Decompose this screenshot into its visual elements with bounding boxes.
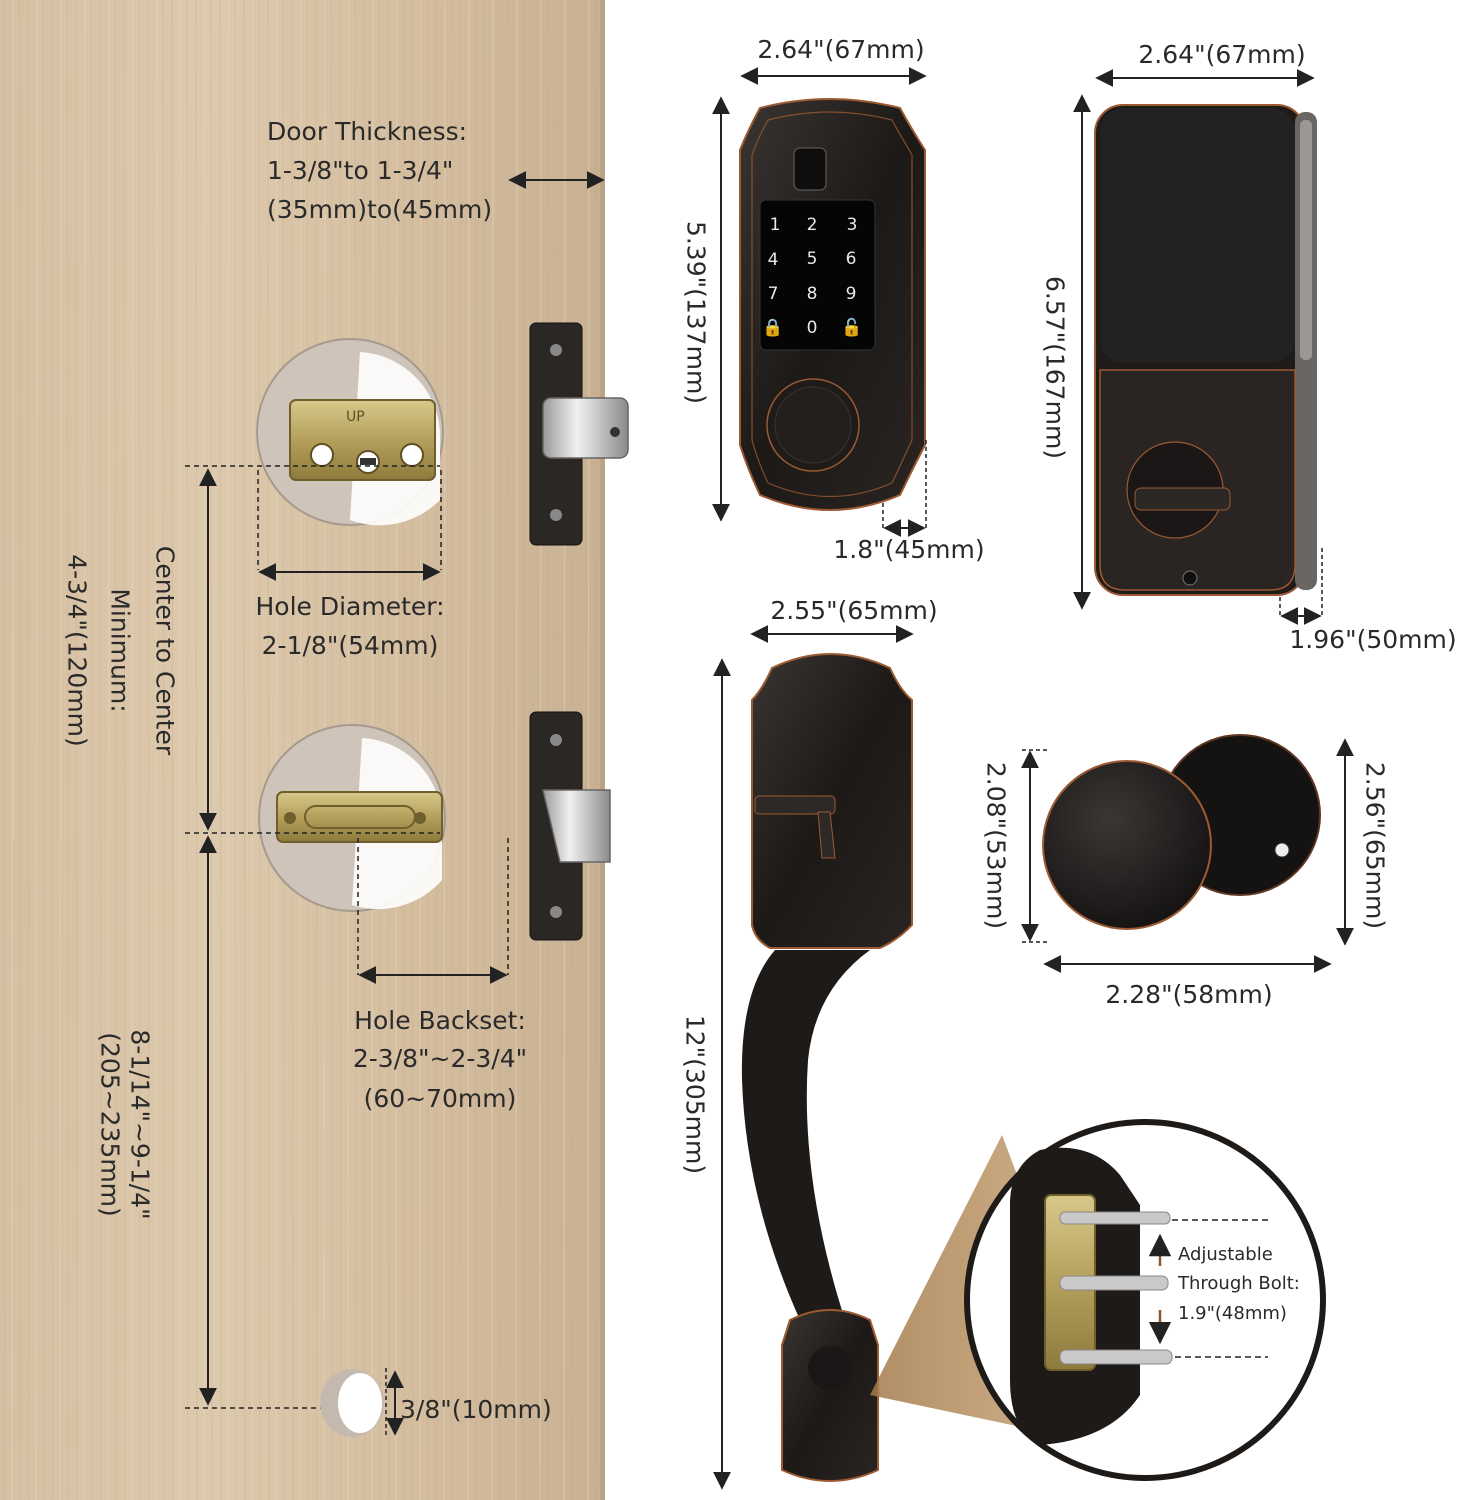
keypad-front	[739, 98, 926, 511]
center-to-center-line3: 4-3/4"(120mm)	[62, 554, 92, 747]
backset-mm: (60~70mm)	[363, 1084, 517, 1113]
keypad-back	[1094, 104, 1317, 596]
lock-icon[interactable]: 🔒	[762, 318, 784, 338]
key-9[interactable]: 9	[845, 284, 857, 304]
backset-title: Hole Backset:	[354, 1006, 526, 1035]
bolt-label-line1: Adjustable	[1178, 1244, 1273, 1265]
handle-width-label: 2.55"(65mm)	[770, 596, 938, 625]
key-0[interactable]: 0	[806, 318, 818, 338]
bolt-label-line3: 1.9"(48mm)	[1178, 1303, 1287, 1324]
key-6[interactable]: 6	[845, 249, 857, 269]
knob	[1042, 734, 1321, 930]
back-depth-label: 1.96"(50mm)	[1289, 625, 1457, 654]
keypad-height-label: 5.39"(137mm)	[681, 220, 711, 405]
strike-plate-upper	[529, 322, 629, 546]
lower-distance-line1: 8-1/14"~9-1/4"	[125, 1029, 155, 1220]
latch-stamp: UP	[346, 409, 365, 425]
knob-depth-label: 2.28"(58mm)	[1105, 980, 1273, 1009]
knob-diameter-label: 2.08"(53mm)	[981, 761, 1011, 930]
key-8[interactable]: 8	[806, 284, 818, 304]
key-7[interactable]: 7	[767, 284, 779, 304]
door-thickness-title: Door Thickness:	[267, 117, 468, 146]
backset-range: 2-3/8"~2-3/4"	[352, 1044, 528, 1073]
keypad-width-label: 2.64"(67mm)	[757, 35, 925, 64]
bore-hole-upper	[256, 338, 444, 526]
bolt-magnifier	[964, 1119, 1326, 1481]
back-width-label: 2.64"(67mm)	[1138, 40, 1306, 69]
key-5[interactable]: 5	[806, 249, 818, 269]
key-3[interactable]: 3	[846, 215, 858, 235]
door-thickness-mm: (35mm)to(45mm)	[267, 195, 493, 224]
bore-hole-lower	[258, 724, 446, 912]
unlock-icon[interactable]: 🔓	[841, 318, 863, 338]
strike-hole-label: 3/8"(10mm)	[400, 1395, 552, 1424]
key-1[interactable]: 1	[769, 215, 781, 235]
key-4[interactable]: 4	[767, 250, 779, 270]
handleset	[741, 653, 913, 1482]
door-thickness-range: 1-3/8"to 1-3/4"	[267, 156, 454, 185]
rose-diameter-label: 2.56"(65mm)	[1360, 761, 1390, 930]
hole-diameter-title: Hole Diameter:	[255, 592, 445, 621]
key-2[interactable]: 2	[806, 215, 818, 235]
keypad-depth-label: 1.8"(45mm)	[833, 535, 985, 564]
bolt-label-line2: Through Bolt:	[1178, 1273, 1300, 1294]
handle-height-label: 12"(305mm)	[680, 1014, 710, 1175]
center-to-center-line1: Center to Center	[150, 545, 180, 756]
lower-distance-line2: (205~235mm)	[95, 1032, 125, 1217]
strike-small-hole	[320, 1369, 384, 1437]
center-to-center-line2: Minimum:	[105, 588, 135, 713]
strike-plate-lower	[529, 711, 611, 941]
hole-diameter-value: 2-1/8"(54mm)	[261, 631, 439, 660]
back-height-label: 6.57"(167mm)	[1040, 275, 1070, 460]
